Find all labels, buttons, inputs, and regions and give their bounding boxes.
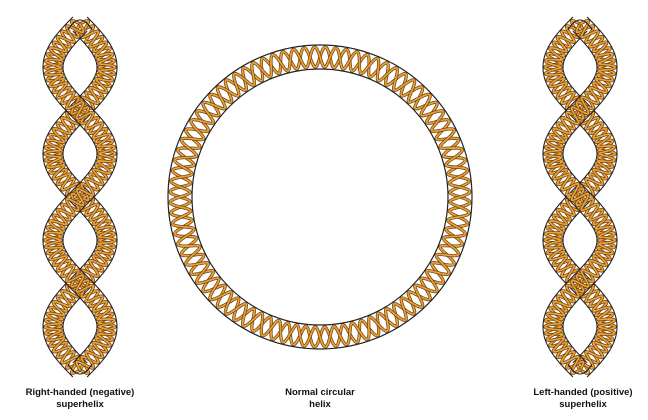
dna-strand-2-edge <box>170 47 470 347</box>
normal-circular-helix <box>168 45 472 349</box>
inner-outline <box>192 69 448 325</box>
caption-normal-circular: Normal circular helix <box>245 387 395 411</box>
caption-left-handed: Left-handed (positive) superhelix <box>518 387 648 411</box>
dna-strand-1 <box>170 47 470 347</box>
caption-right-handed-line1: Right-handed (negative) <box>0 387 160 399</box>
caption-normal-circular-line1: Normal circular <box>245 387 395 399</box>
dna-strand-2 <box>170 47 470 347</box>
caption-left-handed-line1: Left-handed (positive) <box>518 387 648 399</box>
caption-right-handed: Right-handed (negative) superhelix <box>0 387 160 411</box>
dna-strand-1-edge <box>170 47 470 347</box>
right-handed-superhelix <box>43 17 117 377</box>
caption-right-handed-line2: superhelix <box>0 399 160 411</box>
left-handed-superhelix <box>543 17 617 377</box>
caption-normal-circular-line2: helix <box>245 399 395 411</box>
outer-outline <box>168 45 472 349</box>
caption-left-handed-line2: superhelix <box>518 399 648 411</box>
